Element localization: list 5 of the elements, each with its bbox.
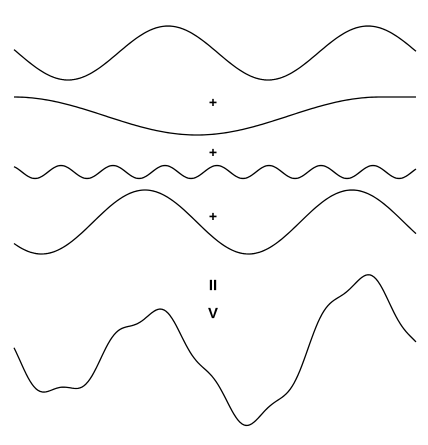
symbol-label: V — [208, 308, 218, 318]
symbol-label: + — [210, 98, 217, 106]
symbol-label: + — [210, 212, 217, 220]
symbol-label: II — [210, 280, 216, 290]
symbol-label: + — [210, 148, 217, 156]
